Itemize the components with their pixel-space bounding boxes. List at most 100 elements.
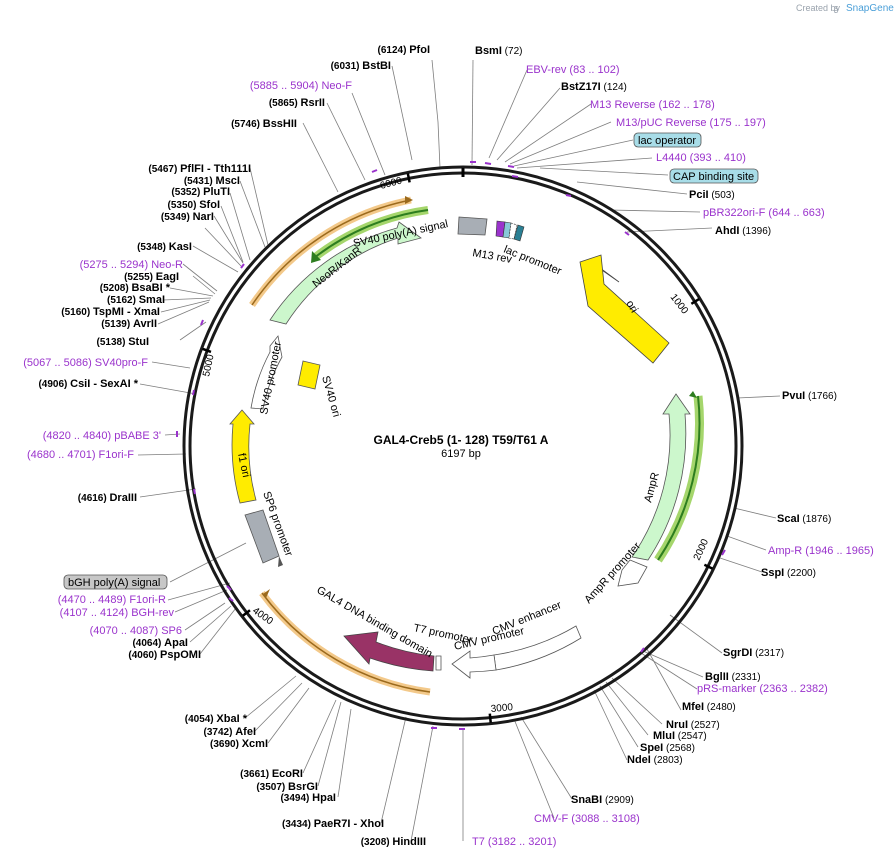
site-label-tspmi[interactable]: (5160) TspMI - XmaI bbox=[61, 306, 160, 318]
site-label-hindiii[interactable]: (3208) HindIII bbox=[361, 836, 426, 848]
site-label-pcii[interactable]: PciI (503) bbox=[689, 189, 735, 201]
site-label-kasi[interactable]: (5348) KasI bbox=[137, 241, 192, 253]
site-label-f1ori-r[interactable]: (4470 .. 4489) F1ori-R bbox=[58, 594, 166, 606]
site-name: L4440 bbox=[656, 152, 687, 164]
lac-promoter-mark[interactable] bbox=[508, 222, 518, 240]
sv40-ori-box[interactable] bbox=[297, 360, 321, 390]
site-position: (3690) bbox=[210, 739, 242, 750]
site-label-apai[interactable]: (4064) ApaI bbox=[132, 637, 188, 649]
ampr-promoter-arrow[interactable] bbox=[617, 559, 648, 587]
site-label-snabi[interactable]: SnaBI (2909) bbox=[571, 794, 634, 806]
site-label-neo-f[interactable]: (5885 .. 5904) Neo-F bbox=[250, 80, 352, 92]
site-label-pspomi[interactable]: (4060) PspOMI bbox=[128, 649, 201, 661]
svg-text:PvuI (1766): PvuI (1766) bbox=[782, 390, 837, 402]
site-label-neo-r[interactable]: (5275 .. 5294) Neo-R bbox=[80, 259, 183, 271]
site-label-spei[interactable]: SpeI (2568) bbox=[640, 742, 695, 754]
site-label-sgrdi[interactable]: SgrDI (2317) bbox=[723, 647, 784, 659]
site-label-avrii[interactable]: (5139) AvrII bbox=[101, 318, 157, 330]
site-label-pbr322ori-f[interactable]: pBR322ori-F (644 .. 663) bbox=[703, 207, 825, 219]
site-label-paer7i[interactable]: (3434) PaeR7I - XhoI bbox=[282, 818, 384, 830]
sv40-polya-box[interactable] bbox=[457, 216, 488, 236]
site-label-bsabi[interactable]: (5208) BsaBI * bbox=[100, 282, 171, 294]
site-label-mfei[interactable]: MfeI (2480) bbox=[682, 701, 736, 713]
gal4-dbd-arrow[interactable] bbox=[343, 631, 435, 672]
site-label-ebv-rev[interactable]: EBV-rev (83 .. 102) bbox=[526, 64, 620, 76]
site-label-bsmi[interactable]: BsmI (72) bbox=[475, 45, 522, 57]
site-label-prs-marker[interactable]: pRS-marker (2363 .. 2382) bbox=[697, 683, 828, 695]
site-label-bstbi[interactable]: (6031) BstBI bbox=[331, 60, 391, 72]
cmv-promoter-arrow[interactable] bbox=[451, 650, 497, 679]
site-label-pluti[interactable]: (5352) PluTI bbox=[171, 186, 230, 198]
site-label-rsrii[interactable]: (5865) RsrII bbox=[269, 97, 325, 109]
site-label-draiii[interactable]: (4616) DraIII bbox=[78, 492, 137, 504]
site-label-xbai[interactable]: (4054) XbaI * bbox=[185, 713, 248, 725]
site-label-bgh-rev[interactable]: (4107 .. 4124) BGH-rev bbox=[60, 607, 175, 619]
site-label-pflfi[interactable]: (5467) PflFI - Tth111I bbox=[148, 163, 251, 175]
site-label-sfoi[interactable]: (5350) SfoI bbox=[168, 199, 220, 211]
site-label-f1ori-f[interactable]: (4680 .. 4701) F1ori-F bbox=[27, 449, 134, 461]
site-position: (4820 .. 4840) bbox=[43, 430, 115, 442]
site-label-ahdi[interactable]: AhdI (1396) bbox=[715, 225, 771, 237]
site-position: (5885 .. 5904) bbox=[250, 80, 322, 92]
f1-ori-arrow[interactable] bbox=[229, 409, 257, 504]
site-label-bstz17i[interactable]: BstZ17I (124) bbox=[561, 81, 627, 93]
svg-text:EBV-rev (83 .. 102): EBV-rev (83 .. 102) bbox=[526, 64, 620, 76]
neor-highlight-line bbox=[251, 199, 412, 306]
site-position: (83 .. 102) bbox=[566, 64, 619, 76]
site-label-t7[interactable]: T7 (3182 .. 3201) bbox=[472, 836, 556, 848]
site-label-pfoi[interactable]: (6124) PfoI bbox=[378, 44, 430, 56]
cap-binding-site-tag[interactable]: CAP binding site bbox=[669, 168, 759, 184]
site-label-hpai[interactable]: (3494) HpaI bbox=[280, 792, 336, 804]
ori-arrow[interactable] bbox=[579, 254, 670, 364]
site-label-smai[interactable]: (5162) SmaI bbox=[107, 294, 165, 306]
site-label-sp6[interactable]: (4070 .. 4087) SP6 bbox=[90, 625, 182, 637]
site-label-ndei[interactable]: NdeI (2803) bbox=[627, 754, 683, 766]
site-position: (1766) bbox=[805, 391, 837, 402]
site-label-sv40pro-f[interactable]: (5067 .. 5086) SV40pro-F bbox=[23, 357, 148, 369]
site-label-bsshii[interactable]: (5746) BssHII bbox=[231, 118, 297, 130]
site-position: (5431) bbox=[184, 176, 216, 187]
site-position: (5067 .. 5086) bbox=[23, 357, 95, 369]
lac-operator-tag[interactable]: lac operator bbox=[633, 132, 702, 148]
tick-mark bbox=[202, 347, 212, 354]
site-label-scai[interactable]: ScaI (1876) bbox=[777, 513, 831, 525]
neor-kanr-arrow[interactable] bbox=[269, 221, 422, 325]
site-label-m13-reverse[interactable]: M13 Reverse (162 .. 178) bbox=[590, 99, 715, 111]
site-label-xcmi[interactable]: (3690) XcmI bbox=[210, 738, 268, 750]
site-label-bglii[interactable]: BglII (2331) bbox=[705, 671, 761, 683]
site-position: (3434) bbox=[282, 819, 314, 830]
svg-text:MfeI (2480): MfeI (2480) bbox=[682, 701, 736, 713]
site-label-mlui[interactable]: MluI (2547) bbox=[653, 730, 707, 742]
bgh-polya-tag[interactable]: bGH poly(A) signal bbox=[63, 574, 168, 590]
site-label-nrui[interactable]: NruI (2527) bbox=[666, 719, 720, 731]
site-label-sspi[interactable]: SspI (2200) bbox=[761, 567, 816, 579]
site-label-msci[interactable]: (5431) MscI bbox=[184, 175, 240, 187]
sv40-promoter-arrow[interactable] bbox=[250, 335, 283, 410]
svg-text:(4060) PspOMI: (4060) PspOMI bbox=[128, 649, 201, 661]
ampr-arrow[interactable] bbox=[631, 393, 691, 561]
svg-text:(4680 .. 4701) F1ori-F: (4680 .. 4701) F1ori-F bbox=[27, 449, 134, 461]
site-label-afei[interactable]: (3742) AfeI bbox=[204, 726, 256, 738]
site-position: (2200) bbox=[784, 568, 816, 579]
svg-text:(5350) SfoI: (5350) SfoI bbox=[168, 199, 220, 211]
site-label-pbabe-3-[interactable]: (4820 .. 4840) pBABE 3' bbox=[43, 430, 161, 442]
site-label-stui[interactable]: (5138) StuI bbox=[97, 336, 149, 348]
site-label-bsrgi[interactable]: (3507) BsrGI bbox=[256, 781, 318, 793]
site-label-m13-puc-reverse[interactable]: M13/pUC Reverse (175 .. 197) bbox=[616, 117, 766, 129]
site-label-cmv-f[interactable]: CMV-F (3088 .. 3108) bbox=[534, 813, 640, 825]
site-label-csii[interactable]: (4906) CsiI - SexAI * bbox=[38, 378, 138, 390]
site-label-ecori[interactable]: (3661) EcoRI bbox=[240, 768, 303, 780]
site-labels: (6124) PfoI (6031) BstBI (5885 .. 5904) Ne… bbox=[23, 44, 874, 848]
site-label-l4440[interactable]: L4440 (393 .. 410) bbox=[656, 152, 746, 164]
site-label-pvui[interactable]: PvuI (1766) bbox=[782, 390, 837, 402]
site-label-eagi[interactable]: (5255) EagI bbox=[124, 271, 179, 283]
site-position: (3182 .. 3201) bbox=[485, 836, 557, 848]
site-label-amp-r[interactable]: Amp-R (1946 .. 1965) bbox=[768, 545, 874, 557]
site-label-nari[interactable]: (5349) NarI bbox=[161, 211, 214, 223]
t7-promoter-box[interactable] bbox=[435, 655, 442, 671]
svg-text:(5275 .. 5294) Neo-R: (5275 .. 5294) Neo-R bbox=[80, 259, 183, 271]
svg-text:(5138) StuI: (5138) StuI bbox=[97, 336, 149, 348]
cap-site-mark[interactable] bbox=[513, 224, 525, 242]
site-name: ScaI bbox=[777, 513, 800, 525]
